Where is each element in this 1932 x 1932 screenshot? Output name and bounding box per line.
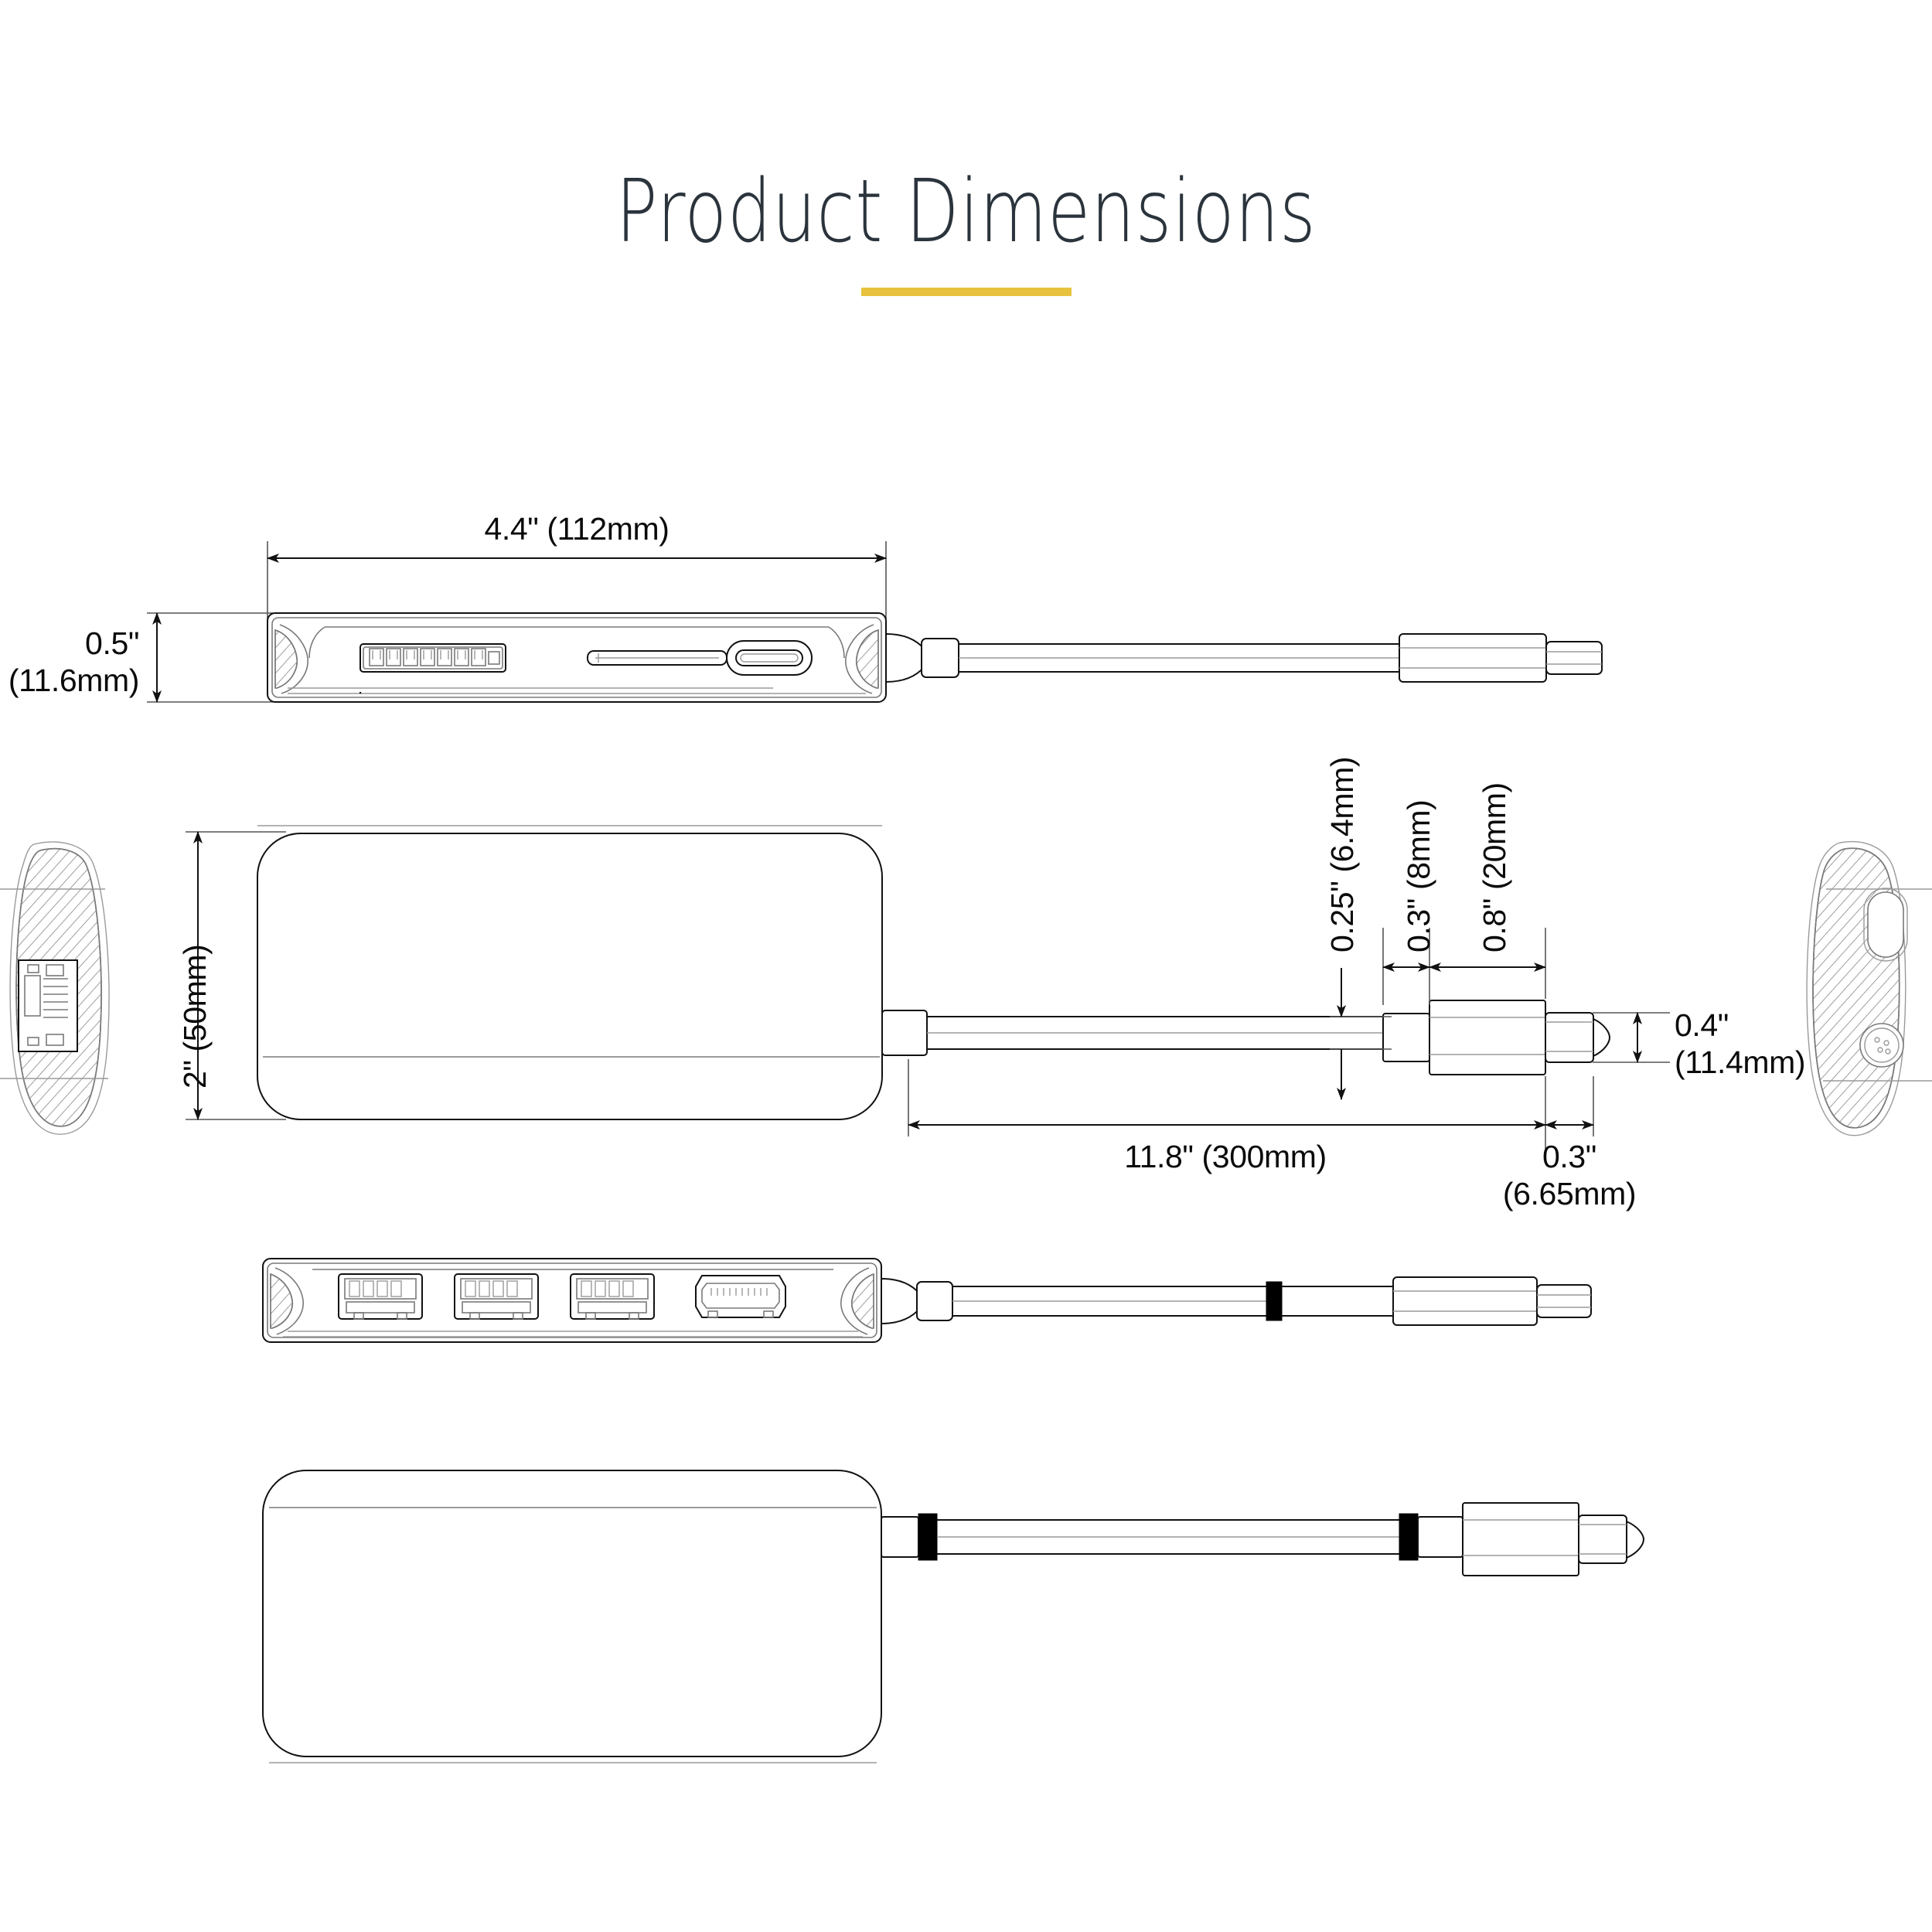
view-rear-edge (262, 1258, 1592, 1343)
usb-a-port (454, 1273, 539, 1320)
dimension-label-connector-neck: 0.3" (8mm) (1401, 799, 1436, 952)
usb-c-cable-rear (881, 1276, 1592, 1326)
dimension-label-connector-body: 0.8" (20mm) (1477, 782, 1512, 952)
rj45-ethernet-port (359, 643, 506, 694)
dimension-label-connector-tip-line2: (6.65mm) (1502, 1176, 1637, 1211)
dimension-label-connector-height-line2: (11.4mm) (1675, 1044, 1806, 1080)
view-bottom-plan (262, 1470, 1645, 1763)
dimension-label-body-height-line2: (11.6mm) (8, 663, 140, 698)
dimension-label-body-height-line1: 0.5" (85, 625, 139, 661)
dimension-connector-tip (1545, 1076, 1594, 1136)
dimension-cable-length (908, 1059, 1546, 1152)
usb-a-port (338, 1273, 423, 1320)
dimension-body-height (147, 612, 278, 703)
dimension-label-connector-tip-line1: 0.3" (1542, 1139, 1596, 1174)
dimension-label-cable-diameter: 0.25" (6.4mm) (1324, 756, 1360, 952)
circular-port (1859, 1023, 1904, 1068)
rj45-ethernet-port-side (18, 959, 78, 1052)
usb-c-cable-front (885, 633, 1603, 683)
dimension-body-depth (186, 831, 286, 1120)
dimension-connector-body (1429, 928, 1546, 999)
device-rear-edge-shell (262, 1258, 882, 1343)
view-right-side (1806, 841, 1932, 1136)
usb-a-port (570, 1273, 655, 1320)
dimension-label-cable-length: 11.8" (300mm) (1124, 1139, 1327, 1174)
dimension-label-connector-height-line1: 0.4" (1675, 1007, 1729, 1043)
dimension-label-body-width: 4.4" (112mm) (484, 511, 670, 547)
page-title: Product Dimensions (615, 162, 1317, 262)
title-underline-accent (860, 288, 1072, 296)
dimension-cable-diameter (1330, 968, 1392, 1100)
dimension-body-width (267, 541, 887, 618)
usb-c-cable-top (881, 1000, 1611, 1075)
view-left-side (0, 841, 110, 1135)
device-front-edge-shell (267, 612, 887, 703)
usb-c-cable-bottom (881, 1502, 1645, 1576)
oval-slot (1863, 888, 1908, 962)
view-front-edge (147, 541, 1603, 703)
title-block: Product Dimensions (0, 169, 1932, 296)
card-slot (587, 650, 727, 666)
usb-c-port (726, 640, 813, 676)
view-top-plan (186, 825, 1670, 1152)
device-body-top (257, 825, 883, 1120)
dimension-connector-height (1593, 1012, 1670, 1063)
hdmi-port (695, 1275, 786, 1318)
dimension-label-body-depth: 2" (50mm) (177, 944, 213, 1089)
device-body-bottom (262, 1470, 882, 1763)
